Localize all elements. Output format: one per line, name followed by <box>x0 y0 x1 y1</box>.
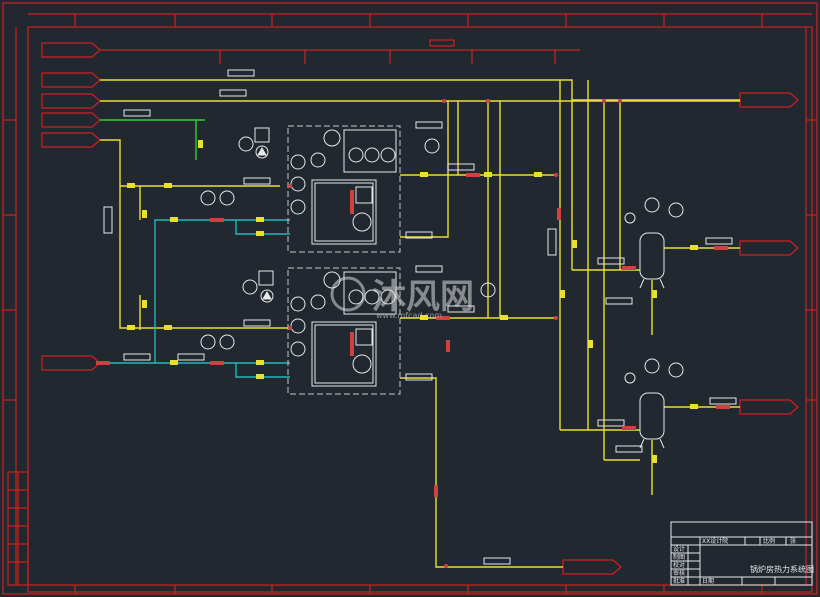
steam-pipes <box>100 79 740 568</box>
feed-pumps <box>200 127 496 350</box>
boiler-unit-2 <box>287 267 401 395</box>
red-fittings <box>96 99 730 568</box>
title-block-row-1: 设计 <box>673 545 685 553</box>
top-red-header <box>100 39 580 64</box>
valve-markers <box>127 140 698 463</box>
title-block-row-3: 校对 <box>673 561 685 569</box>
watermark: 沐风网 www.mfcad.com <box>330 276 474 320</box>
title-block-row-2: 制图 <box>673 553 685 561</box>
title-block-row-5: 批准 <box>673 577 685 585</box>
title-block-header: XX设计院 <box>702 537 728 545</box>
boiler-unit-1 <box>287 125 401 253</box>
title-block-scale-label: 比例 <box>763 537 775 545</box>
gas-pipe <box>100 119 205 160</box>
title-block-sheet-label: 张 <box>790 537 796 545</box>
title-block-row-6: 日期 <box>702 577 714 585</box>
title-block: XX设计院 比例 张 锅炉房热力系统图 设计 制图 校对 审核 批准 日期 <box>670 521 814 586</box>
watermark-text: 沐风网 <box>372 277 474 317</box>
separator-tank-2 <box>624 358 684 449</box>
annotation-boxes <box>103 69 737 565</box>
pipe-connection-tags <box>41 42 799 575</box>
drawing-title: 锅炉房热力系统图 <box>750 564 814 574</box>
title-block-row-4: 审核 <box>673 569 685 577</box>
watermark-url: www.mfcad.com <box>376 311 442 320</box>
separator-tank-1 <box>624 197 684 289</box>
